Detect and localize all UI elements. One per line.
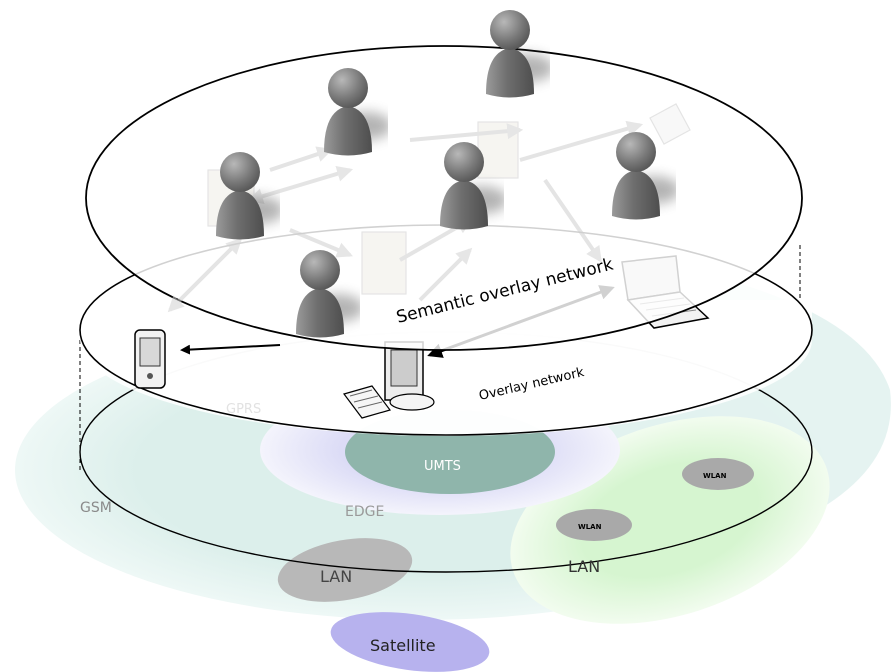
edge-label: EDGE bbox=[345, 504, 384, 520]
wlan-label-2: WLAN bbox=[578, 523, 602, 531]
layer-connectors bbox=[79, 245, 801, 470]
gprs-label: GPRS bbox=[226, 402, 261, 417]
wlan-zone-2 bbox=[556, 509, 632, 541]
wlan-zone-1 bbox=[682, 458, 754, 490]
overlay-link-pda bbox=[180, 344, 281, 355]
phone-icon bbox=[649, 103, 691, 145]
lan-label-right: LAN bbox=[568, 557, 600, 576]
pda-icon bbox=[134, 329, 166, 389]
semantic-overlay-disc bbox=[85, 45, 803, 351]
lan-left-zone bbox=[277, 538, 413, 602]
wlan-label-1: WLAN bbox=[703, 472, 727, 480]
desktop-icon bbox=[342, 341, 435, 419]
umts-label: UMTS bbox=[424, 459, 461, 474]
satellite-zone bbox=[330, 612, 490, 672]
semantic-background-network bbox=[167, 103, 691, 313]
satellite-label: Satellite bbox=[370, 636, 436, 655]
lan-label-left: LAN bbox=[320, 567, 352, 586]
gsm-label: GSM bbox=[80, 500, 112, 516]
